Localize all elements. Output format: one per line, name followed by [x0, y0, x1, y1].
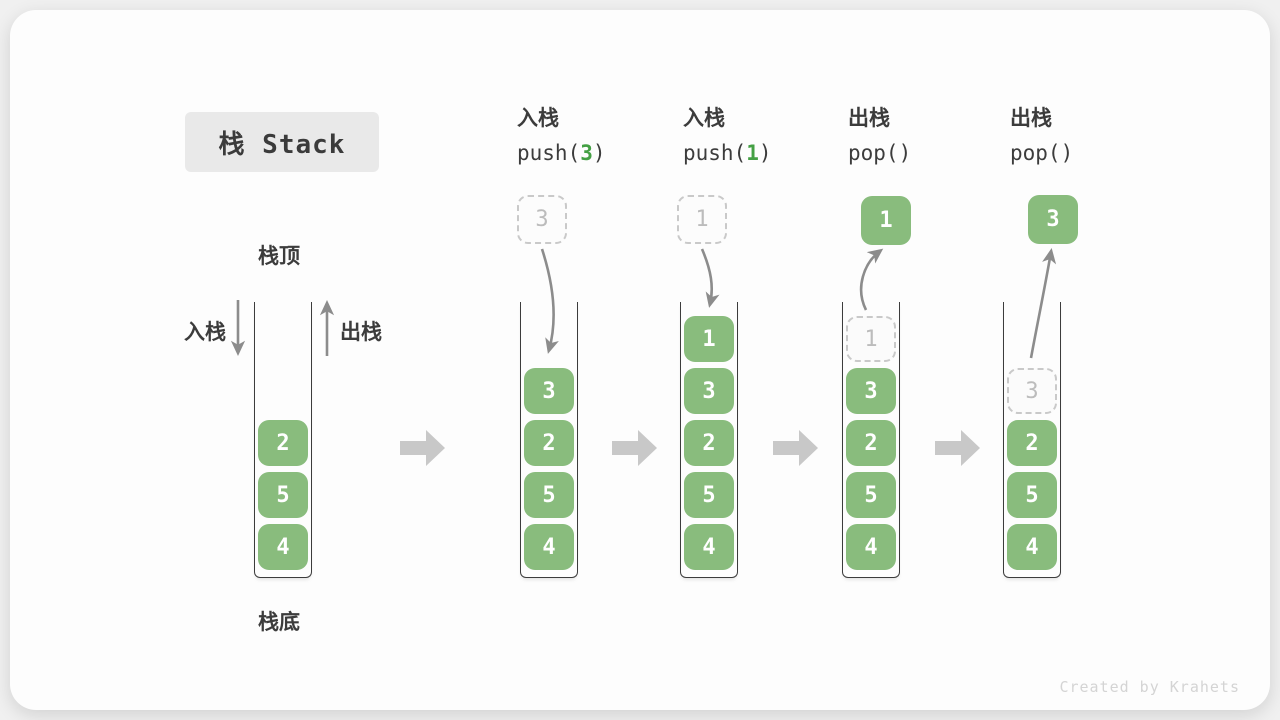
- operation-code: pop(): [848, 141, 912, 165]
- operation-code: push(1): [683, 141, 772, 165]
- operation-header: 出栈 pop(): [848, 108, 1008, 164]
- watermark-credit: Created by Krahets: [1059, 678, 1240, 696]
- operation-header: 出栈 pop(): [1010, 108, 1170, 164]
- operation-code: pop(): [1010, 141, 1074, 165]
- stack-cell: 3: [684, 368, 734, 414]
- operation-argument: 1: [746, 141, 759, 165]
- stack-cell: 5: [1007, 472, 1057, 518]
- popped-element-box: 1: [861, 196, 911, 245]
- operation-argument: 3: [580, 141, 593, 165]
- stack-cell: 4: [524, 524, 574, 570]
- stack-container: 2 5 4: [254, 302, 312, 578]
- stack-top-label: 栈顶: [258, 244, 300, 268]
- pushed-element-box: 3: [517, 195, 567, 244]
- stack-cell: 3: [524, 368, 574, 414]
- stack-cell: 4: [846, 524, 896, 570]
- stack-container: 3 2 5 4: [520, 302, 578, 578]
- stack-cell: 2: [1007, 420, 1057, 466]
- pop-direction-label: 出栈: [340, 320, 382, 344]
- stack-cell: 5: [258, 472, 308, 518]
- stack-bottom-label: 栈底: [258, 610, 300, 634]
- stack-cell-ghost: 1: [846, 316, 896, 362]
- stack-cell: 5: [524, 472, 574, 518]
- operation-label: 出栈: [1010, 106, 1052, 130]
- operation-label: 入栈: [683, 106, 725, 130]
- stack-cell: 2: [524, 420, 574, 466]
- operation-label: 出栈: [848, 106, 890, 130]
- stack-container: 3 2 5 4: [1003, 302, 1061, 578]
- stack-cell: 4: [258, 524, 308, 570]
- stack-container: 1 3 2 5 4: [680, 302, 738, 578]
- stack-cell: 3: [846, 368, 896, 414]
- popped-element-box: 3: [1028, 195, 1078, 244]
- stack-cell: 2: [258, 420, 308, 466]
- stack-cell-ghost: 3: [1007, 368, 1057, 414]
- stack-cell: 5: [846, 472, 896, 518]
- push-direction-label: 入栈: [184, 320, 226, 344]
- operation-code: push(3): [517, 141, 606, 165]
- operation-label: 入栈: [517, 106, 559, 130]
- pushed-element-box: 1: [677, 195, 727, 244]
- stack-cell: 4: [1007, 524, 1057, 570]
- stack-cell: 2: [846, 420, 896, 466]
- stack-container: 1 3 2 5 4: [842, 302, 900, 578]
- stack-cell: 5: [684, 472, 734, 518]
- stack-cell: 2: [684, 420, 734, 466]
- stack-cell: 4: [684, 524, 734, 570]
- operation-header: 入栈 push(1): [683, 108, 843, 164]
- operation-header: 入栈 push(3): [517, 108, 677, 164]
- stack-cell: 1: [684, 316, 734, 362]
- diagram-title: 栈 Stack: [185, 112, 379, 172]
